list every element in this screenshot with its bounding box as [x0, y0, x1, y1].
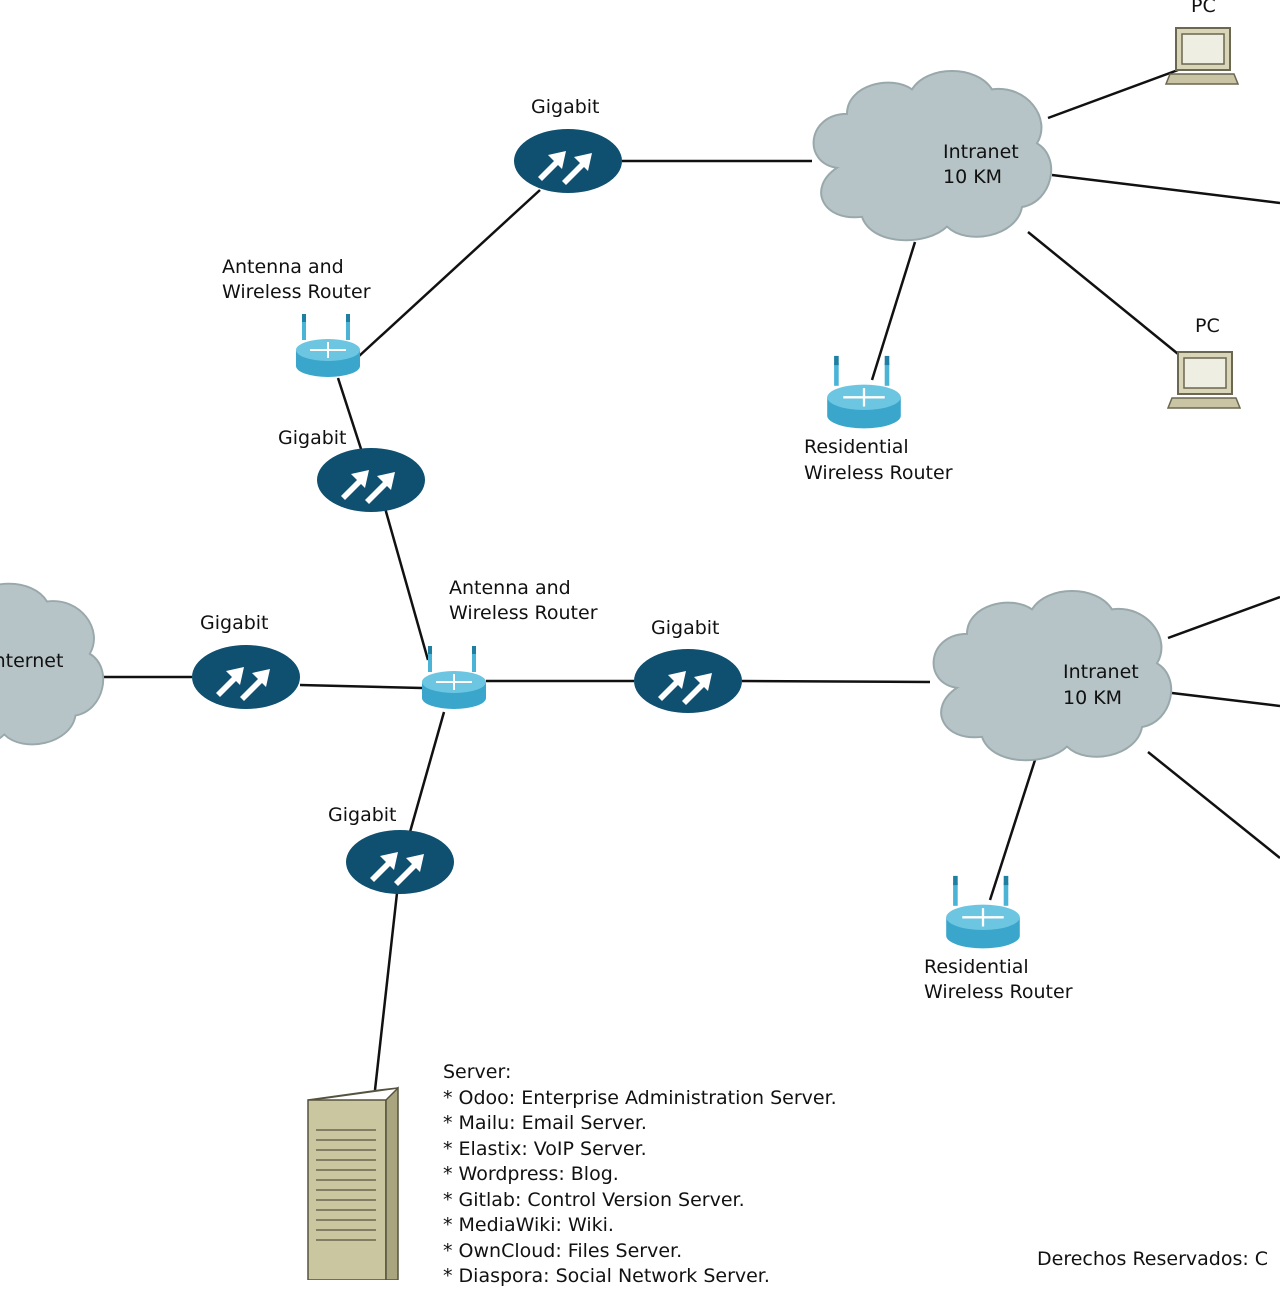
- residential-label-top-line1: Residential: [804, 436, 909, 458]
- server-item: * OwnCloud: Files Server.: [443, 1239, 683, 1262]
- gigabit-switch-bottom: [346, 830, 454, 894]
- copyright-notice: Derechos Reservados: C: [1037, 1248, 1269, 1270]
- server-item: * Mailu: Email Server.: [443, 1112, 647, 1134]
- intranet-label-bottom-line1: Intranet: [1063, 661, 1139, 683]
- intranet-label-bottom-line2: 10 KM: [1063, 687, 1122, 709]
- pc-icon-top: [1165, 27, 1239, 85]
- antenna-label-upper-line2: Wireless Router: [222, 281, 371, 303]
- server-item: * Diaspora: Social Network Server.: [443, 1265, 770, 1287]
- connection-lines: [100, 68, 1280, 1091]
- server-item: * Elastix: VoIP Server.: [443, 1137, 647, 1160]
- antenna-wireless-router-center: [420, 644, 488, 711]
- intranet-label-top-line2: 10 KM: [943, 166, 1002, 188]
- gigabit-switch-right: [634, 649, 742, 713]
- antenna-wireless-router-upper: [294, 312, 362, 379]
- intranet-label-top-line1: Intranet: [943, 141, 1019, 163]
- gigabit-switch-middle: [317, 448, 425, 512]
- server-title: Server:: [443, 1061, 512, 1083]
- server-item: * Gitlab: Control Version Server.: [443, 1188, 745, 1211]
- gigabit-label-top: Gigabit: [531, 96, 600, 118]
- server-item: * Wordpress: Blog.: [443, 1163, 619, 1185]
- server-services-list: Server: * Odoo: Enterprise Administratio…: [443, 1060, 837, 1290]
- gigabit-label-bottom: Gigabit: [328, 804, 397, 826]
- gigabit-label-left: Gigabit: [200, 612, 269, 634]
- antenna-label-center-line1: Antenna and: [449, 577, 571, 599]
- antenna-label-center-line2: Wireless Router: [449, 602, 598, 624]
- gigabit-switch-left: [192, 645, 300, 709]
- internet-label: Internet: [0, 650, 63, 672]
- residential-router-top: [827, 356, 901, 428]
- residential-label-bottom-line1: Residential: [924, 956, 1029, 978]
- server-item: * Odoo: Enterprise Administration Server…: [443, 1086, 837, 1109]
- gigabit-label-right: Gigabit: [651, 617, 720, 639]
- pc-icon-middle: [1167, 351, 1241, 409]
- pc-label-top: PC: [1191, 0, 1216, 17]
- antenna-label-upper-line1: Antenna and: [222, 256, 344, 278]
- residential-router-bottom: [946, 876, 1020, 948]
- gigabit-label-middle: Gigabit: [278, 427, 347, 449]
- server-item: * MediaWiki: Wiki.: [443, 1214, 614, 1236]
- server-icon: [307, 1086, 399, 1280]
- gigabit-switch-top: [514, 129, 622, 193]
- pc-label-middle: PC: [1195, 315, 1220, 337]
- residential-label-top-line2: Wireless Router: [804, 462, 953, 484]
- residential-label-bottom-line2: Wireless Router: [924, 981, 1073, 1003]
